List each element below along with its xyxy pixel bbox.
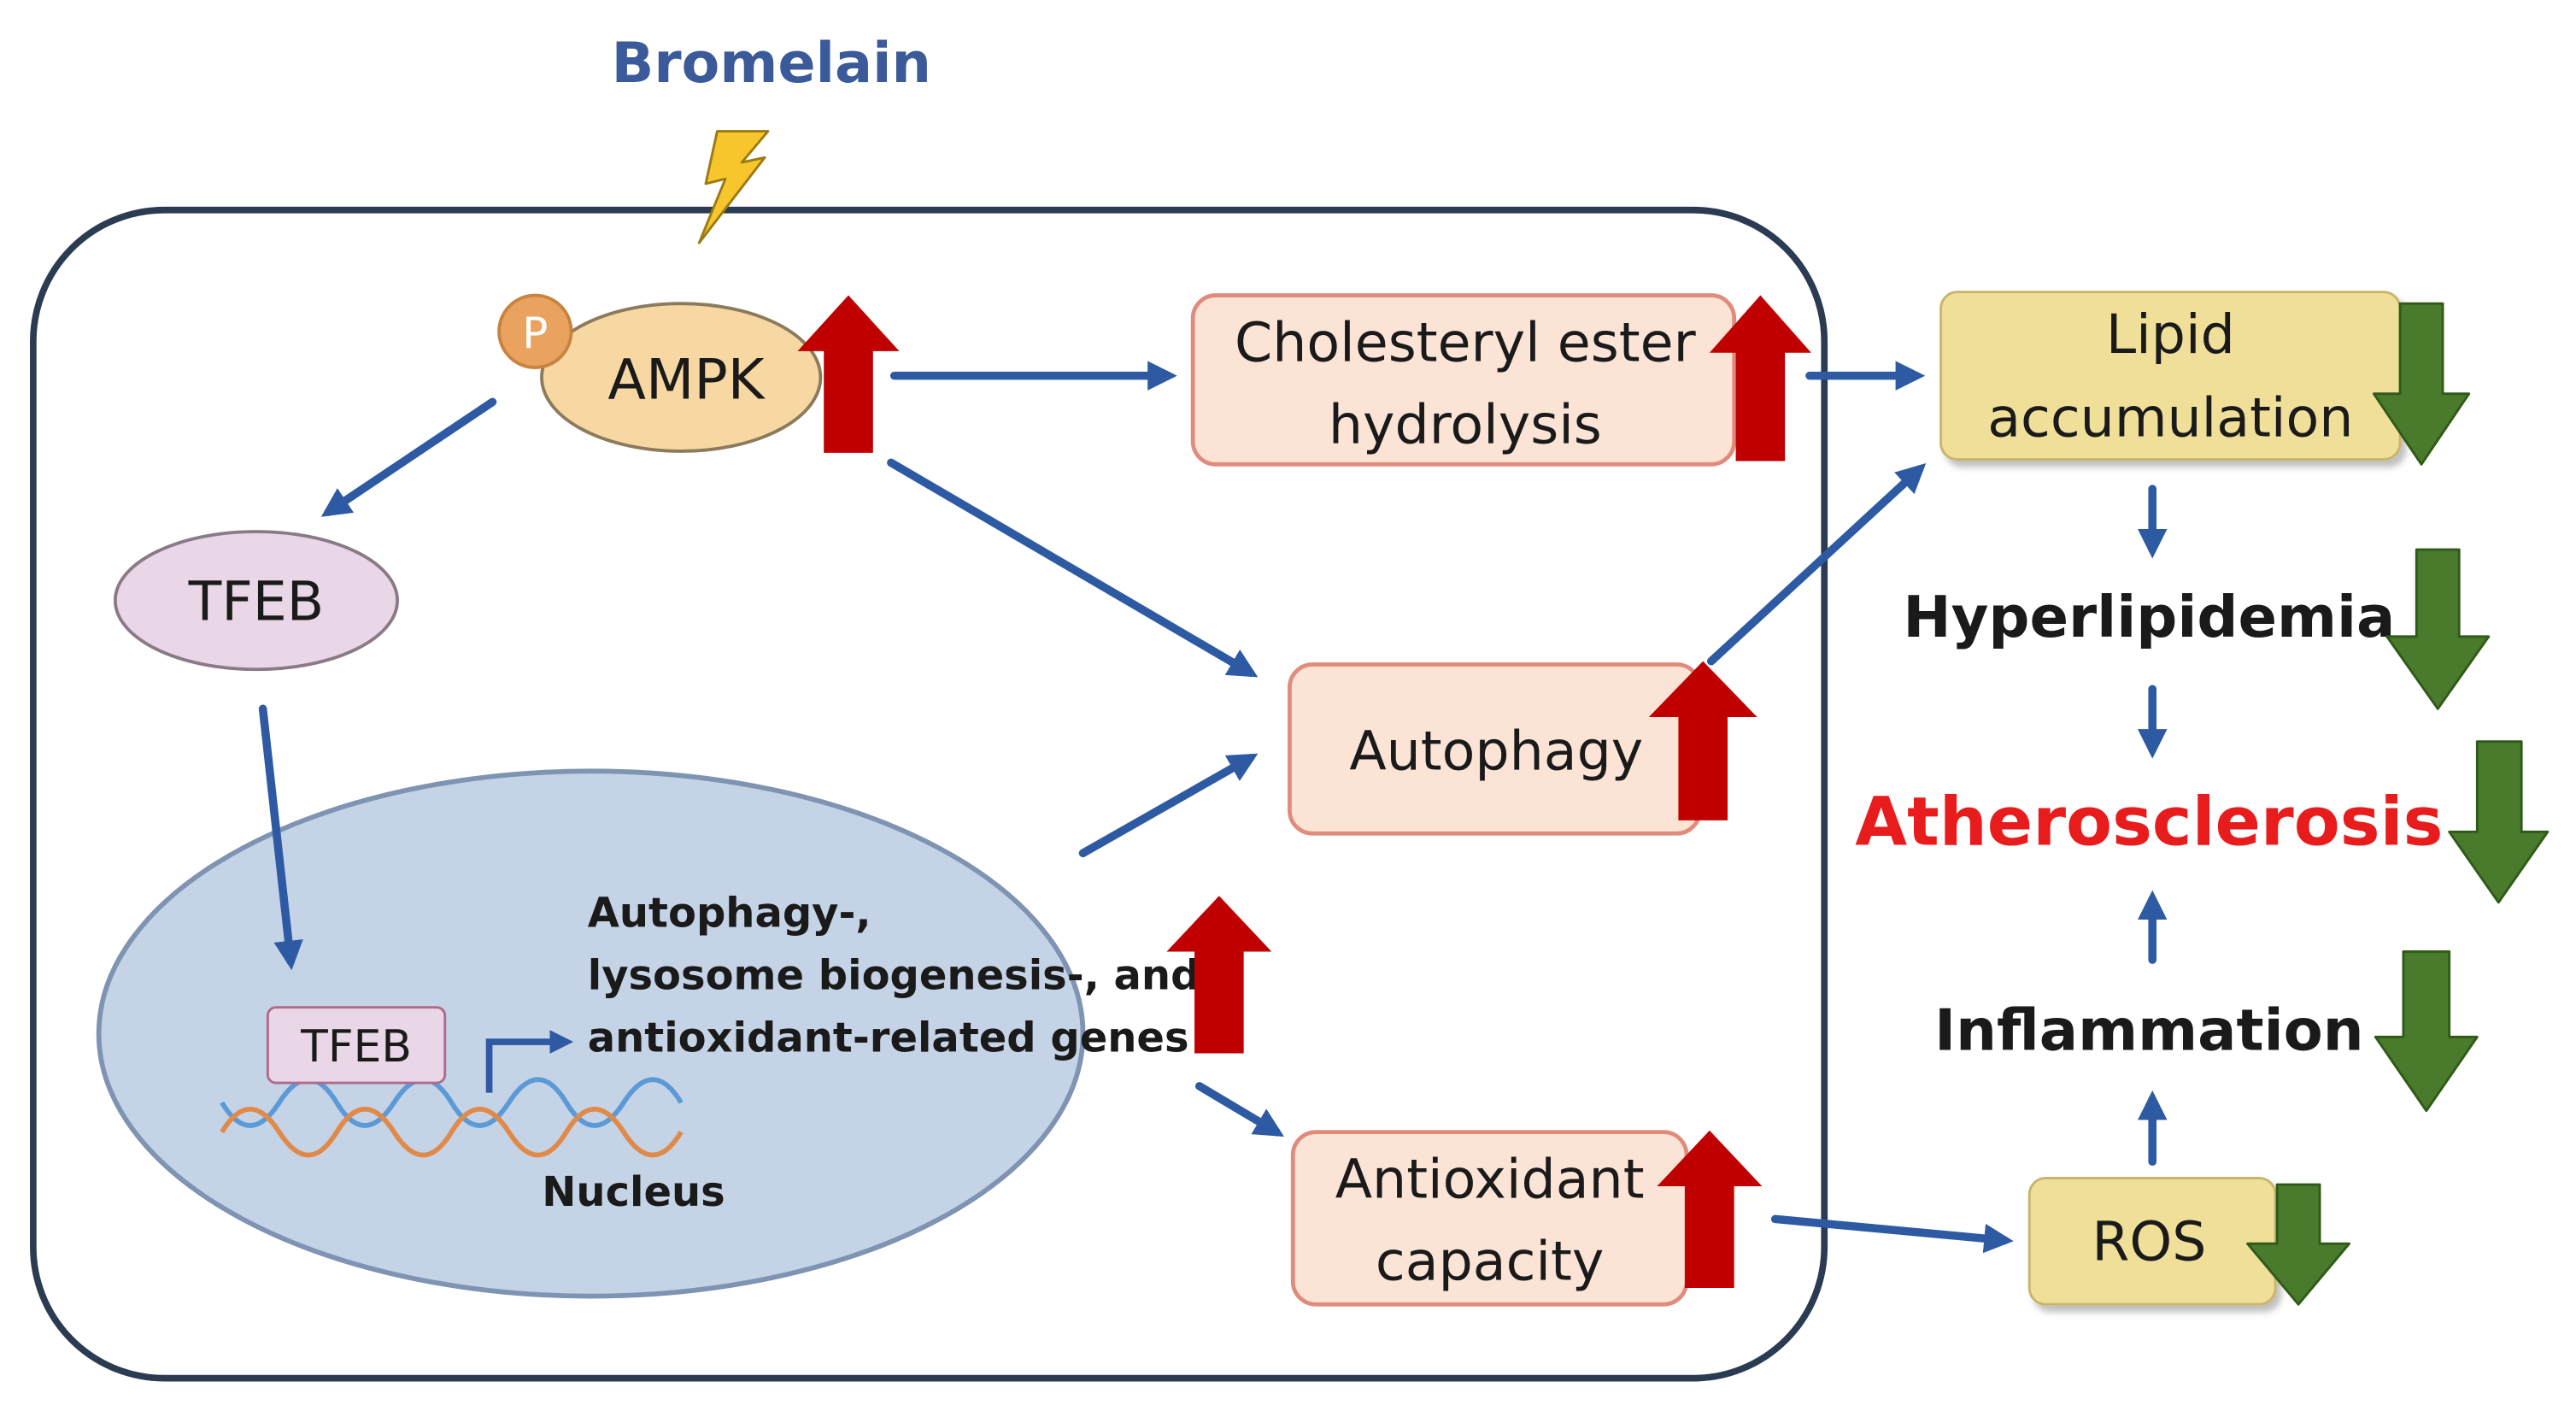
up-arrow-icon [1657,1130,1763,1289]
arrow-antioxidant-to-ros [1770,1214,2014,1254]
arrow-ampk-to-autophagy [887,458,1259,678]
up-arrow-icon [1709,295,1811,462]
genes-line-2: lysosome biogenesis-, and [588,952,1200,1000]
bromelain-label: Bromelain [612,31,931,96]
up-arrow-icon [1648,661,1757,820]
arrow-nucleus-to-autophagy [1078,753,1259,858]
tfeb-ellipse [113,530,399,672]
ampk-ellipse [540,302,823,453]
down-arrow-icon [2374,950,2479,1113]
phospho-circle [497,293,573,369]
cell-boundary [30,206,1828,1382]
down-arrows [2246,302,2550,1306]
arrow-ampk-to-tfeb [320,397,497,517]
genes-line-3: antioxidant-related genes [588,1014,1189,1062]
lipid-label-line-2: accumulation [1987,386,2353,450]
arrow-tfeb-to-nucleus [258,704,303,971]
tfeb-nuclear-box [266,1006,447,1085]
down-arrow-icon [2372,302,2471,466]
nucleus-label: Nucleus [542,1168,725,1216]
up-arrow-icon [1166,896,1272,1054]
hyperlipidemia-label: Hyperlipidemia [1903,584,2395,650]
cholesteryl-label-line-1: Cholesteryl ester [1235,310,1697,373]
lightning-bolt-icon [697,130,770,244]
nucleus-ellipse [96,768,1086,1299]
up-arrows [797,295,1811,1289]
phospho-label: P [522,309,548,358]
antioxidant-label-line-2: capacity [1376,1229,1604,1292]
ros-label: ROS [2092,1209,2206,1273]
flow-arrows [258,361,2168,1254]
arrow-genes-to-antioxidant [1195,1082,1284,1137]
ampk-label: AMPK [607,348,766,413]
ros-box [2027,1176,2277,1306]
tfeb-nuclear-label: TFEB [300,1021,412,1073]
lipid-label-line-1: Lipid [2106,303,2235,366]
inflammation-label: Inflammation [1934,997,2363,1064]
arrow-autophagy-to-lipid [1707,463,1927,666]
cholesteryl-box [1190,293,1737,467]
down-arrow-icon [2246,1183,2351,1306]
cholesteryl-label-line-2: hydrolysis [1329,392,1602,456]
down-arrow-icon [2448,740,2550,904]
antioxidant-label-line-1: Antioxidant [1335,1147,1645,1210]
atherosclerosis-label: Atherosclerosis [1855,783,2443,861]
tfeb-label: TFEB [188,570,325,633]
autophagy-label: Autophagy [1349,719,1643,782]
down-arrow-icon [2385,548,2491,710]
transcription-arrow [485,1030,574,1093]
genes-line-1: Autophagy-, [588,890,871,938]
up-arrow-icon [797,295,900,453]
